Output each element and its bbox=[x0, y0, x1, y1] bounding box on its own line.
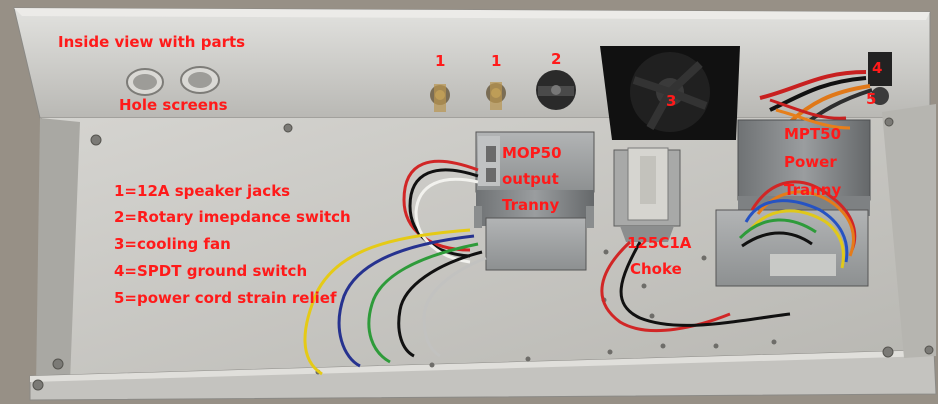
output-leads bbox=[303, 159, 487, 376]
legend-item: 1=12A speaker jacks bbox=[114, 182, 291, 200]
switch-number-label: 2 bbox=[551, 50, 562, 68]
screws bbox=[32, 117, 934, 391]
output-tranny-line-3: Tranny bbox=[502, 196, 560, 214]
output-tranny-line-1: MOP50 bbox=[502, 144, 562, 162]
cooling-fan bbox=[600, 46, 740, 140]
ground-switch bbox=[868, 52, 892, 105]
hole-screens-label: Hole screens bbox=[119, 96, 228, 114]
power-transformer bbox=[715, 119, 871, 287]
ground-switch-number-label: 4 bbox=[872, 59, 883, 77]
jack-number-label: 1 bbox=[491, 52, 502, 70]
choke-leads bbox=[600, 240, 791, 333]
fan-number-label: 3 bbox=[666, 92, 677, 110]
output-tranny-line-2: output bbox=[502, 170, 559, 188]
choke bbox=[613, 147, 681, 242]
legend-item: 2=Rotary imepdance switch bbox=[114, 208, 351, 226]
power-tranny-line-3: Tranny bbox=[784, 181, 842, 199]
jack-number-label: 1 bbox=[435, 52, 446, 70]
legend-item: 5=power cord strain relief bbox=[114, 289, 337, 307]
front-lip bbox=[29, 349, 937, 401]
legend-item: 3=cooling fan bbox=[114, 235, 231, 253]
speaker-jacks bbox=[430, 82, 506, 112]
title-label: Inside view with parts bbox=[58, 33, 246, 51]
power-tranny-line-1: MPT50 bbox=[784, 125, 842, 143]
strain-relief-number-label: 5 bbox=[866, 90, 877, 108]
transformer-wires bbox=[738, 98, 857, 269]
power-tranny-line-2: Power bbox=[784, 153, 837, 171]
legend-item: 4=SPDT ground switch bbox=[114, 262, 308, 280]
rotary-switch bbox=[536, 70, 576, 110]
output-transformer bbox=[474, 131, 595, 271]
choke-line-2: Choke bbox=[630, 260, 682, 278]
hole-screens bbox=[126, 66, 220, 96]
choke-line-1: 125C1A bbox=[627, 234, 692, 252]
